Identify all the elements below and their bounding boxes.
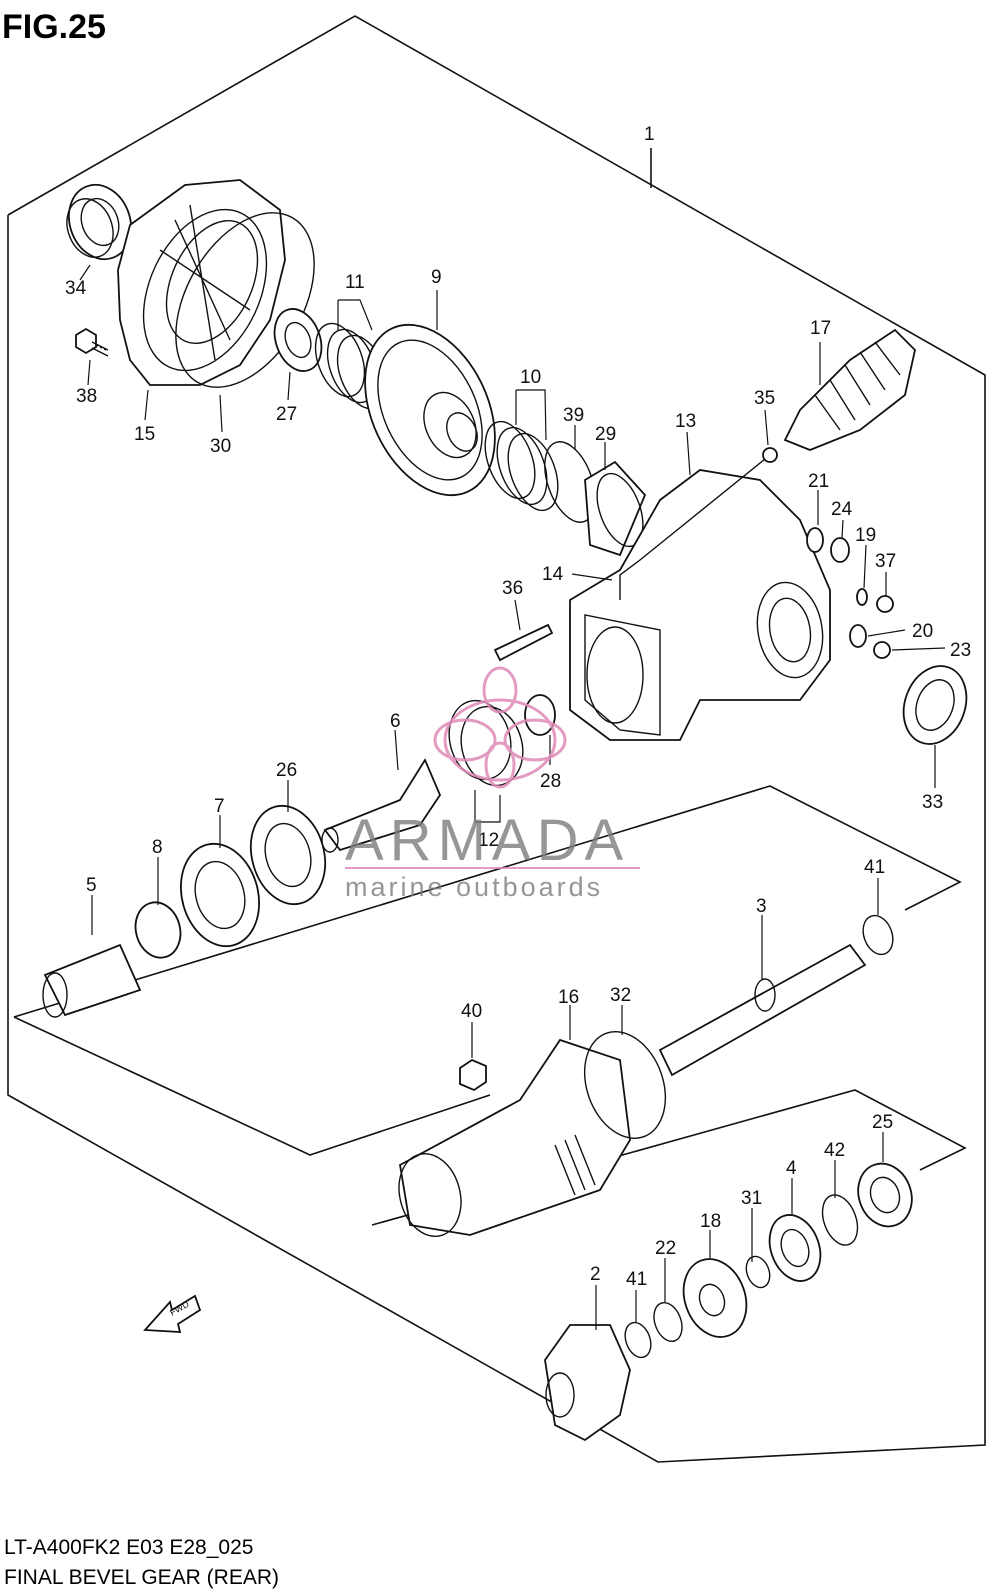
fwd-arrow-icon: FWD [143, 1294, 202, 1333]
rear-cover-15 [117, 179, 286, 386]
bearing-25 [857, 1162, 913, 1228]
figure-caption: FINAL BEVEL GEAR (REAR) [4, 1566, 279, 1589]
callout-40: 40 [461, 1001, 482, 1022]
sleeve-5 [42, 943, 142, 1018]
model-code: LT-A400FK2 E03 E28_025 [4, 1536, 253, 1559]
seal-4 [768, 1214, 822, 1282]
bearing-29 [584, 460, 647, 557]
callout-17: 17 [810, 318, 831, 339]
ring-gear-9 [364, 323, 496, 497]
callout-27: 27 [276, 404, 297, 425]
callout-21: 21 [808, 471, 829, 492]
callout-14: 14 [542, 564, 564, 585]
ring-39 [544, 441, 596, 523]
nut-40 [459, 1058, 487, 1092]
oil-seal-33 [902, 665, 968, 745]
o-ring-31 [745, 1255, 771, 1289]
circlip-42 [821, 1194, 859, 1246]
callout-7: 7 [214, 796, 225, 817]
gear-case-13 [569, 469, 831, 741]
callout-41-lower: 41 [626, 1269, 647, 1290]
callout-12: 12 [478, 830, 499, 851]
callout-15: 15 [134, 424, 155, 445]
washer-21 [806, 527, 824, 553]
bearing-27 [273, 308, 323, 372]
stud-36 [493, 623, 554, 662]
callout-6: 6 [390, 711, 401, 732]
bearing-28 [524, 694, 556, 736]
callout-4: 4 [786, 1158, 797, 1179]
cover-18 [682, 1258, 748, 1338]
callout-30: 30 [210, 436, 231, 457]
propeller-shaft-3 [658, 943, 867, 1077]
callout-23: 23 [950, 640, 971, 661]
clamp-35 [762, 447, 778, 463]
callout-28: 28 [540, 771, 561, 792]
callout-10: 10 [520, 367, 541, 388]
collar-8 [134, 901, 182, 959]
breather-14 [619, 454, 771, 600]
callout-32: 32 [610, 985, 631, 1006]
bolt-37 [876, 595, 894, 613]
callout-2: 2 [590, 1264, 601, 1285]
washer-22 [653, 1301, 683, 1343]
callout-3: 3 [756, 896, 767, 917]
callout-42: 42 [824, 1140, 845, 1161]
washer-20 [849, 624, 867, 648]
bearing-7 [180, 842, 260, 948]
watermark-brand: ARMADA [345, 808, 629, 873]
callout-8: 8 [152, 837, 163, 858]
callout-38: 38 [76, 386, 97, 407]
plug-23 [873, 641, 891, 659]
callout-18: 18 [700, 1211, 721, 1232]
oil-seal-34 [66, 183, 132, 261]
circlip-41-lower [624, 1321, 652, 1359]
leader-lines [79, 264, 946, 1330]
callout-11: 11 [345, 272, 365, 293]
plug-24 [830, 537, 850, 563]
pinion-gear-6 [321, 758, 442, 853]
shaft-subframe [13, 785, 962, 1018]
bolt-38 [75, 327, 109, 357]
callout-26: 26 [276, 760, 297, 781]
callout-34: 34 [65, 278, 87, 299]
bearing-26 [249, 804, 327, 906]
assembly-frame [7, 15, 986, 1463]
callout-9: 9 [431, 267, 442, 288]
callout-16: 16 [558, 987, 579, 1008]
shims-10 [484, 420, 559, 512]
callout-19: 19 [855, 525, 876, 546]
callout-37: 37 [875, 551, 896, 572]
dust-boot-2 [544, 1324, 631, 1442]
callout-13: 13 [675, 411, 696, 432]
callout-labels: 1 2 3 4 5 6 7 8 9 10 11 12 13 14 15 16 1… [65, 124, 971, 1290]
circlip-41-upper [862, 914, 894, 956]
housing-16 [398, 1038, 631, 1238]
callout-41-upper: 41 [864, 857, 885, 878]
callout-22: 22 [655, 1238, 676, 1259]
callout-33: 33 [922, 792, 943, 813]
callout-31: 31 [741, 1188, 762, 1209]
callout-39: 39 [563, 405, 584, 426]
figure-title: FIG.25 [2, 8, 106, 46]
gasket-32 [583, 1031, 667, 1139]
callout-25: 25 [872, 1112, 893, 1133]
washer-19 [856, 588, 868, 606]
callout-36: 36 [502, 578, 523, 599]
boot-17 [783, 328, 916, 451]
shaft-subframe-lower [13, 1016, 491, 1156]
watermark-tagline: marine outboards [345, 872, 603, 902]
callout-20: 20 [912, 621, 933, 642]
armada-logo-icon [433, 666, 567, 789]
callout-29: 29 [595, 424, 616, 445]
callout-35: 35 [754, 388, 775, 409]
callout-1: 1 [644, 124, 655, 145]
callout-24: 24 [831, 499, 853, 520]
callout-5: 5 [86, 875, 97, 896]
armada-watermark: ARMADA marine outboards [345, 666, 640, 902]
